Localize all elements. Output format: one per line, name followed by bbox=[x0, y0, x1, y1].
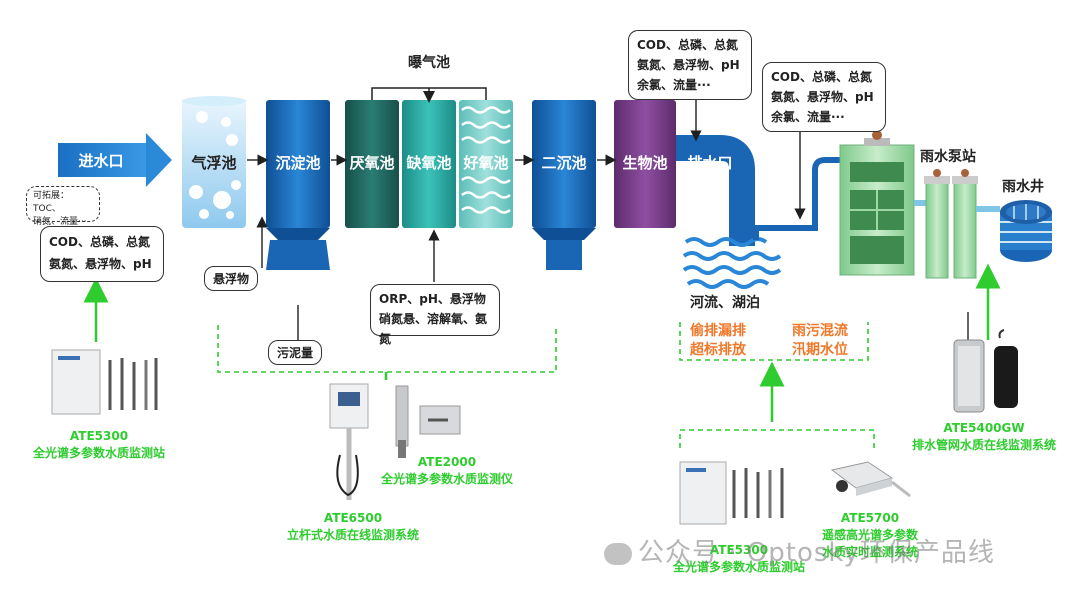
ate5700-model: ATE5700 bbox=[840, 511, 900, 525]
wechat-icon bbox=[604, 542, 632, 565]
ate5300-left-model: ATE5300 bbox=[69, 429, 129, 443]
anaerobic-tank bbox=[345, 100, 399, 228]
aeration-bracket bbox=[371, 87, 487, 103]
green-arrows bbox=[83, 263, 1001, 422]
sedimentation-tank bbox=[266, 100, 330, 270]
ate5300-left-caption: ATE5300 全光谱多参数水质监测站 bbox=[24, 428, 174, 462]
outlet-param-line1: COD、总磷、总氮 bbox=[637, 38, 738, 52]
pipe-param-box: COD、总磷、总氮 氨氮、悬浮物、pH 余氯、流量··· bbox=[762, 62, 886, 132]
rain-pipe bbox=[753, 157, 842, 240]
biological-tank bbox=[614, 100, 676, 228]
biological-label: 生物池 bbox=[622, 154, 668, 172]
aeration-param-line1: ORP、pH、悬浮物 bbox=[379, 292, 486, 306]
inlet-extension-box: 可拓展：TOC、 硝氮、流量··· bbox=[26, 186, 100, 227]
sedimentation-label: 沉淀池 bbox=[275, 154, 321, 172]
watermark-text: 公众号 · Optosky环保产品线 bbox=[638, 538, 995, 568]
ate5400gw-caption: ATE5400GW 排水管网水质在线监测系统 bbox=[904, 420, 1064, 454]
pipe-param-line1: COD、总磷、总氮 bbox=[771, 70, 872, 84]
watermark: 公众号 · Optosky环保产品线 bbox=[604, 532, 995, 569]
aeration-param-box: ORP、pH、悬浮物 硝氮悬、溶解氧、氨氮 bbox=[370, 284, 500, 346]
alert-right-line1: 雨污混流 bbox=[792, 323, 848, 339]
ate5300-right-caption: ATE5300 全光谱多参数水质监测站 bbox=[664, 542, 814, 576]
pipe-param-line2: 氨氮、悬浮物、pH bbox=[771, 90, 874, 104]
aeration-param-line2: 硝氮悬、溶解氧、氨氮 bbox=[379, 312, 488, 346]
ate5700-device bbox=[830, 461, 911, 498]
ate5300-right-name: 全光谱多参数水质监测站 bbox=[672, 560, 805, 574]
ate5400gw-name: 排水管网水质在线监测系统 bbox=[911, 438, 1056, 452]
aerobic-tank bbox=[459, 100, 513, 228]
alert-left: 偷排漏排 超标排放 bbox=[690, 322, 746, 360]
alert-right-line2: 汛期水位 bbox=[792, 342, 848, 358]
outlet-param-line2: 氨氮、悬浮物、pH bbox=[637, 58, 740, 72]
outlet-param-line3: 余氯、流量··· bbox=[637, 78, 711, 92]
suspended-pill: 悬浮物 bbox=[204, 266, 259, 291]
ate5300-right-model: ATE5300 bbox=[709, 543, 769, 557]
aeration-title: 曝气池 bbox=[408, 55, 450, 71]
inlet-arrow bbox=[58, 133, 172, 187]
alert-left-line1: 偷排漏排 bbox=[690, 323, 746, 339]
ate2000-device bbox=[395, 385, 461, 458]
ate5300-left-name: 全光谱多参数水质监测站 bbox=[32, 446, 165, 460]
inlet-ext-line1: 可拓展：TOC、 bbox=[33, 191, 70, 214]
ate5400gw-model: ATE5400GW bbox=[943, 421, 1025, 435]
alert-left-line2: 超标排放 bbox=[690, 342, 746, 358]
inlet-param-line1: COD、总磷、总氮 bbox=[49, 235, 150, 249]
ate5300-device-right bbox=[679, 461, 784, 525]
inlet-param-box: COD、总磷、总氮 氨氮、悬浮物、pH bbox=[40, 226, 164, 282]
flotation-tank bbox=[182, 96, 246, 228]
ate5300-device-left bbox=[51, 349, 158, 415]
ate6500-device bbox=[329, 383, 369, 500]
outlet-pipe bbox=[676, 135, 755, 246]
river-waves bbox=[682, 237, 782, 289]
secondary-tank bbox=[532, 100, 596, 270]
alert-right: 雨污混流 汛期水位 bbox=[792, 322, 848, 360]
inlet-ext-line2: 硝氮、流量··· bbox=[33, 217, 87, 227]
flotation-label: 气浮池 bbox=[191, 154, 237, 172]
outlet-param-box: COD、总磷、总氮 氨氮、悬浮物、pH 余氯、流量··· bbox=[628, 30, 752, 100]
ate5700-name-line2: 水质实时监测系统 bbox=[821, 545, 918, 559]
ate5400gw-device bbox=[953, 312, 1018, 413]
sludge-pill: 污泥量 bbox=[268, 340, 323, 365]
ate5700-name-line1: 遥感高光谱多参数 bbox=[821, 528, 918, 542]
rain-well bbox=[1000, 200, 1052, 262]
inlet-label: 进水口 bbox=[78, 152, 124, 170]
ate2000-model: ATE2000 bbox=[417, 455, 477, 469]
secondary-label: 二沉池 bbox=[541, 154, 587, 172]
outlet-label: 排水口 bbox=[687, 154, 733, 172]
ate6500-caption: ATE6500 立杆式水质在线监测系统 bbox=[278, 510, 428, 544]
aerobic-label: 好氧池 bbox=[463, 154, 509, 172]
anoxic-label: 缺氧池 bbox=[406, 154, 452, 172]
ate2000-caption: ATE2000 全光谱多参数水质监测仪 bbox=[372, 454, 522, 488]
ate6500-model: ATE6500 bbox=[323, 511, 383, 525]
anoxic-tank bbox=[402, 100, 456, 228]
ate2000-name: 全光谱多参数水质监测仪 bbox=[380, 472, 513, 486]
callout-arrows bbox=[256, 100, 806, 340]
rain-pump-label: 雨水泵站 bbox=[920, 149, 976, 165]
ate6500-name: 立杆式水质在线监测系统 bbox=[286, 528, 419, 542]
rain-well-label: 雨水井 bbox=[1002, 179, 1044, 195]
inlet-param-line2: 氨氮、悬浮物、pH bbox=[49, 257, 152, 271]
pipe-param-line3: 余氯、流量··· bbox=[771, 110, 845, 124]
anaerobic-label: 厌氧池 bbox=[349, 154, 395, 172]
river-label: 河流、湖泊 bbox=[690, 295, 760, 311]
ate5700-caption: ATE5700 遥感高光谱多参数 水质实时监测系统 bbox=[810, 510, 930, 561]
rain-pump-station bbox=[839, 130, 1000, 279]
